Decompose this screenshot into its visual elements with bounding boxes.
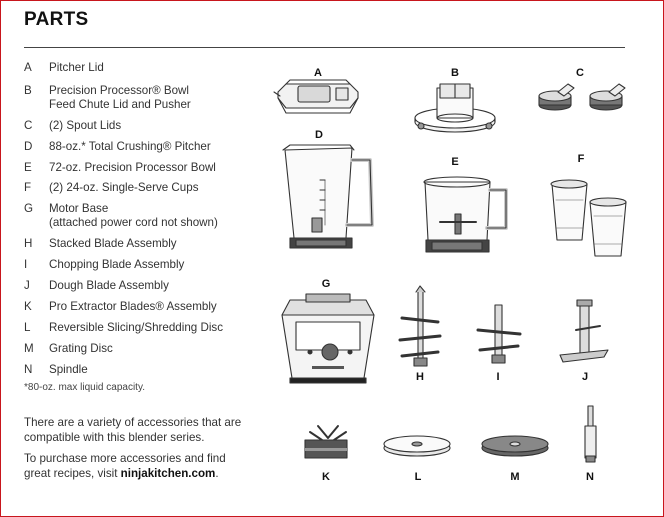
figure-label-a: A <box>308 67 328 79</box>
pitcher-illustration <box>283 145 372 248</box>
figure-label-l: L <box>408 471 428 483</box>
chopping-blade-illustration <box>478 305 520 363</box>
single-serve-cups-illustration <box>551 180 626 256</box>
figure-label-d: D <box>309 129 329 141</box>
figure-label-e: E <box>445 156 465 168</box>
slicing-disc-illustration <box>384 436 450 456</box>
figure-label-n: N <box>580 471 600 483</box>
figure-label-b: B <box>445 67 465 79</box>
dough-blade-illustration <box>560 300 608 362</box>
spout-lids-illustration <box>539 84 625 110</box>
motor-base-illustration <box>282 294 374 383</box>
pitcher-lid-illustration <box>274 80 358 113</box>
figure-label-h: H <box>410 371 430 383</box>
figure-label-c: C <box>570 67 590 79</box>
spindle-illustration <box>585 406 596 462</box>
figure-label-i: I <box>488 371 508 383</box>
figure-label-m: M <box>505 471 525 483</box>
processor-bowl-illustration <box>424 177 506 252</box>
figure-label-j: J <box>575 371 595 383</box>
grating-disc-illustration <box>482 436 548 456</box>
stacked-blade-illustration <box>400 286 440 366</box>
figure-label-k: K <box>316 471 336 483</box>
extractor-blades-illustration <box>305 426 347 458</box>
figure-label-f: F <box>571 153 591 165</box>
figure-label-g: G <box>316 278 336 290</box>
processor-lid-illustration <box>415 84 495 132</box>
